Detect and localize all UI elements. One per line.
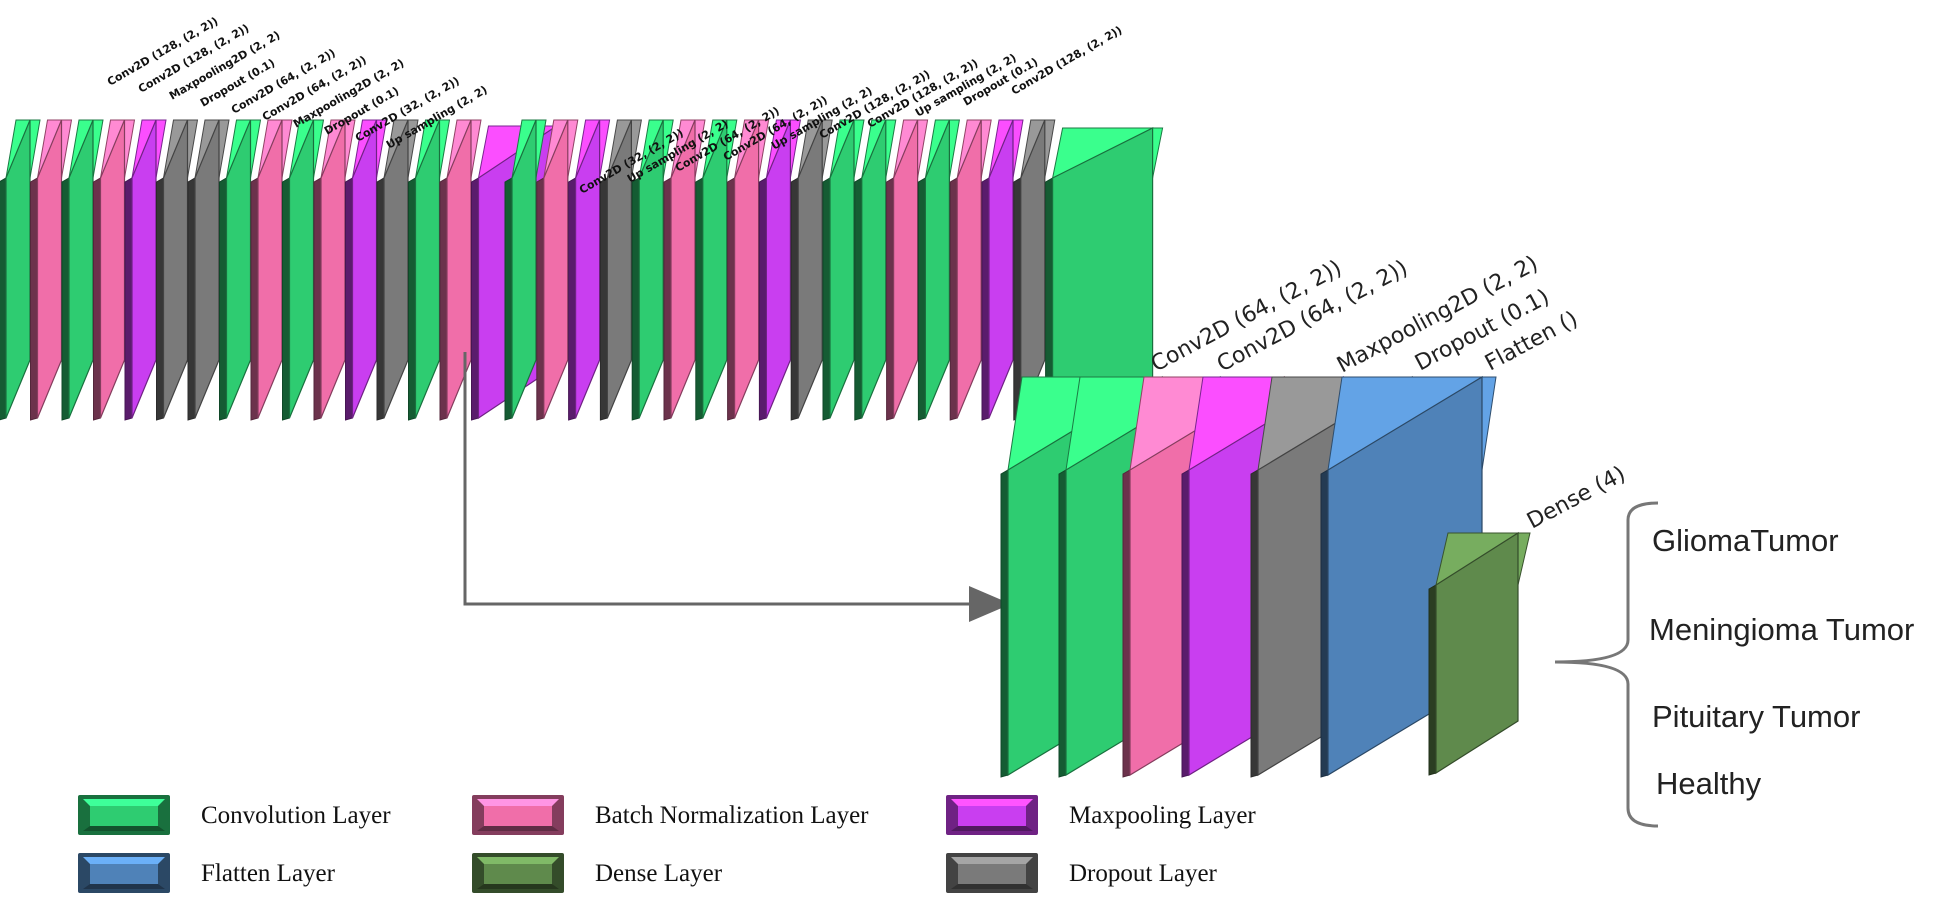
legend-swatch-dense: [472, 853, 564, 893]
decoder-layer-maxpool: [758, 119, 801, 421]
decoder-layer-batchnorm: [727, 119, 770, 421]
legend-swatch-conv: [78, 795, 170, 835]
class-label-meningioma: Meningioma Tumor: [1649, 612, 1914, 647]
decoder-layer-conv: [631, 119, 674, 421]
class-label-healthy: Healthy: [1656, 766, 1762, 801]
decoder-layer-maxpool: [568, 119, 611, 421]
encoder-layer-maxpool: [345, 119, 388, 421]
legend-swatch-batchnorm: [472, 795, 564, 835]
decoder-layer-conv: [1045, 127, 1164, 441]
skip-connection-arrow: [463, 352, 1011, 622]
encoder-layer-conv: [0, 119, 41, 421]
output-brace: [1554, 501, 1659, 828]
decoder-block: [504, 119, 1164, 441]
decoder-layer-dropout: [1013, 119, 1056, 421]
decoder-layer-conv: [695, 119, 738, 421]
classifier-label: Dense (4): [1523, 462, 1630, 535]
decoder-layer-batchnorm: [536, 119, 579, 421]
decoder-layer-conv: [854, 119, 897, 421]
legend-label-conv: Convolution Layer: [201, 802, 391, 829]
decoder-layer-batchnorm: [949, 119, 992, 421]
legend-label-batchnorm: Batch Normalization Layer: [595, 802, 869, 829]
encoder-layer-batchnorm: [30, 119, 73, 421]
encoder-layer-batchnorm: [313, 119, 356, 421]
class-label-glioma: GliomaTumor: [1652, 523, 1839, 558]
legend: Convolution Layer Batch Normalization Lay…: [78, 795, 1256, 893]
class-label-pituitary: Pituitary Tumor: [1652, 699, 1860, 734]
classifier-block: [1000, 375, 1531, 778]
encoder-layer-dropout: [187, 119, 230, 421]
decoder-layer-conv: [504, 119, 547, 421]
legend-label-maxpool: Maxpooling Layer: [1069, 802, 1256, 829]
encoder-layer-maxpool: [124, 119, 167, 421]
decoder-layer-maxpool: [981, 119, 1024, 421]
legend-swatch-maxpool: [946, 795, 1038, 835]
encoder-layer-conv: [408, 119, 451, 421]
encoder-layer-conv: [282, 119, 325, 421]
output-classes: GliomaTumor Meningioma Tumor Pituitary T…: [1649, 523, 1914, 801]
classifier-layer-dense: [1428, 531, 1531, 776]
decoder-layer-dropout: [599, 119, 642, 421]
decoder-layer-dropout: [790, 119, 833, 421]
legend-swatch-dropout: [946, 853, 1038, 893]
decoder-layer-batchnorm: [886, 119, 929, 421]
legend-label-dense: Dense Layer: [595, 860, 723, 887]
decoder-layer-conv: [917, 119, 960, 421]
encoder-block: [0, 119, 568, 421]
decoder-layer-batchnorm: [663, 119, 706, 421]
decoder-layer-conv: [822, 119, 865, 421]
legend-label-dropout: Dropout Layer: [1069, 860, 1218, 887]
encoder-layer-conv: [219, 119, 262, 421]
legend-label-flatten: Flatten Layer: [201, 860, 336, 887]
encoder-layer-dropout: [156, 119, 199, 421]
legend-swatch-flatten: [78, 853, 170, 893]
encoder-layer-batchnorm: [93, 119, 136, 421]
